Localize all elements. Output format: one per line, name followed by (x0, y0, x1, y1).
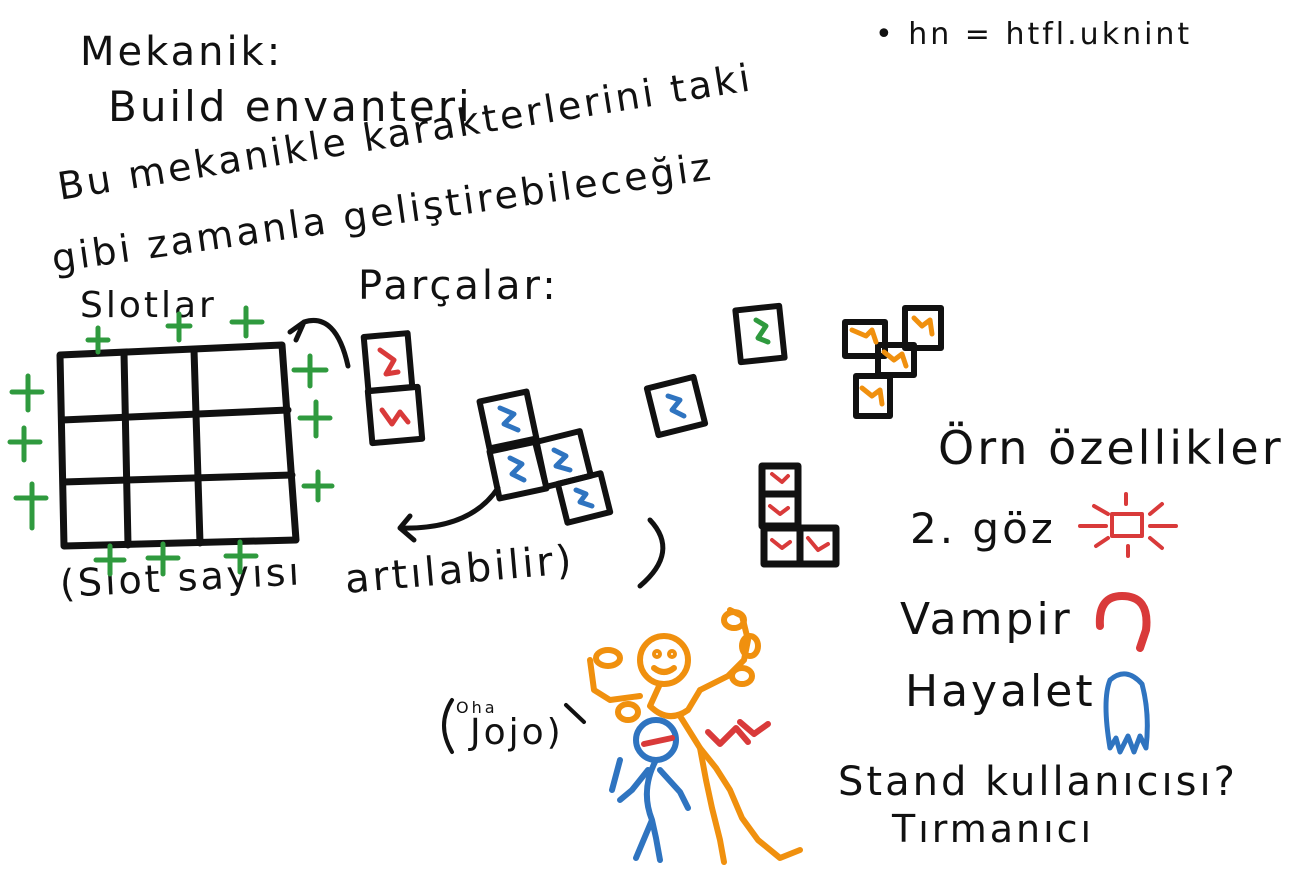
examples-heading: Örn özellikler (938, 421, 1284, 475)
pieces-label: Parçalar: (358, 263, 559, 309)
stand-note-open-paren (442, 698, 454, 754)
plus-icon (93, 543, 127, 577)
plus-icon (7, 425, 43, 463)
example-label-hayalet: Hayalet (905, 666, 1096, 717)
blue-stick-figure (609, 717, 691, 863)
plus-icon (145, 541, 181, 577)
slot-grid (56, 341, 300, 550)
piece-orange-branch (842, 305, 944, 419)
plus-icon (165, 311, 193, 343)
stand-aura-marks (705, 719, 771, 747)
curved-arrow-to-note (397, 485, 501, 543)
top-right-note: • hn = htfl.uknint (875, 17, 1193, 52)
plus-icon (301, 469, 335, 503)
example-label-stand-kullanicisi: Stand kullanıcısı? (838, 759, 1238, 805)
piece-red-vertical (360, 330, 426, 447)
piece-blue-s-shape (476, 388, 614, 526)
plus-icon (85, 325, 111, 355)
piece-green-single (732, 302, 788, 366)
title-mekanik: Mekanik: (80, 29, 284, 75)
stand-note-arrow (564, 703, 586, 724)
fang-hook-icon (1095, 592, 1151, 652)
subtitle-build-envanteri: Build envanteri (108, 82, 473, 131)
piece-red-l-shape (758, 462, 840, 568)
ghost-icon (1103, 671, 1150, 755)
stand-note-big: Jojo) (470, 712, 564, 753)
plus-icon (13, 481, 49, 531)
slots-label: Slotlar (80, 285, 217, 326)
figure-eye-mark (641, 735, 675, 747)
piece-blue-single (643, 373, 709, 439)
plus-icon (9, 373, 45, 413)
example-label-vampir: Vampir (900, 594, 1073, 645)
plus-icon (297, 399, 333, 439)
stand-figure-icon (587, 607, 803, 865)
stand-note-small: Oha (456, 698, 498, 717)
glowing-eye-icon (1078, 492, 1178, 558)
plus-icon (291, 353, 329, 389)
plus-icon (223, 539, 259, 575)
slot-expansion-plus-marks (7, 305, 335, 577)
plus-icon (229, 305, 265, 339)
example-label-second-eye: 2. göz (910, 504, 1056, 553)
curved-arrow-to-pieces (287, 318, 351, 369)
note-closing-paren (637, 517, 666, 589)
example-label-tirmanici: Tırmanıcı (892, 807, 1095, 851)
